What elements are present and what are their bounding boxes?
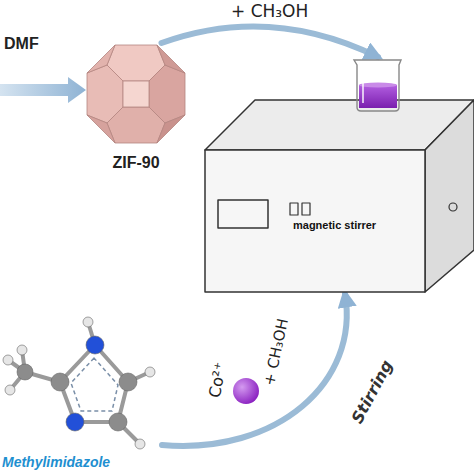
node-label: ZIF-90 bbox=[85, 153, 187, 172]
ion-node: Co²⁺ bbox=[200, 345, 262, 417]
flow-arrow bbox=[162, 294, 347, 446]
ion-label: Co²⁺ bbox=[206, 361, 230, 400]
flow-arrow bbox=[162, 26, 379, 57]
zif-node: ZIF-90 bbox=[85, 43, 187, 183]
solvent-label: DMF bbox=[4, 34, 39, 53]
molecule-node: Methylimidazole bbox=[0, 310, 162, 472]
zif-polyhedron bbox=[85, 43, 187, 145]
stirrer-drawing bbox=[205, 55, 474, 292]
edge-label: + CH₃OH bbox=[229, 2, 310, 21]
edge-label: Stirring bbox=[347, 356, 397, 429]
feed-arrow bbox=[0, 77, 86, 103]
molecule-model bbox=[0, 310, 162, 472]
reagent-label: + CH₃OH bbox=[260, 316, 292, 388]
molecule-label: Methylimidazole bbox=[2, 454, 110, 470]
stirrer-node: magnetic stirrer bbox=[205, 55, 474, 292]
device-label: magnetic stirrer bbox=[293, 219, 376, 232]
